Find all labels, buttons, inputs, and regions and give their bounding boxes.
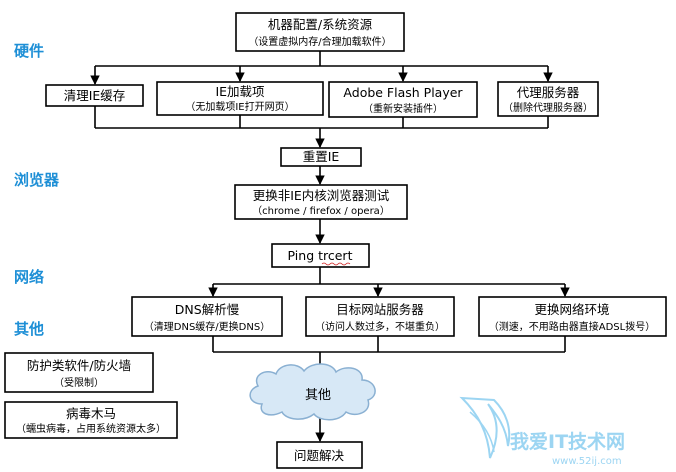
node-change-browser-sub: （chrome / firefox / opera）	[252, 205, 390, 217]
node-firewall-sub: （受限制）	[54, 376, 104, 389]
node-target-server-title: 目标网站服务器	[336, 302, 424, 317]
spellcheck-underline	[321, 262, 351, 266]
node-target-server: 目标网站服务器 （访问人数过多，不堪重负）	[305, 296, 455, 337]
node-proxy-title: 代理服务器	[517, 85, 580, 100]
node-ie-addons-title: IE加载项	[215, 84, 264, 99]
watermark-text: 我爱IT技术网	[510, 430, 625, 453]
node-resolved-title: 问题解决	[294, 448, 345, 463]
node-resolved: 问题解决	[276, 441, 363, 469]
node-virus-sub: （蠕虫病毒，占用系统资源太多）	[16, 422, 166, 435]
node-machine-config-sub: （设置虚拟内存/合理加载软件）	[248, 35, 391, 48]
node-ping-title: Ping trcert	[288, 248, 353, 263]
node-flash: Adobe Flash Player （重新安装插件）	[328, 81, 478, 118]
node-virus-title: 病毒木马	[66, 406, 116, 421]
category-hardware: 硬件	[14, 42, 44, 60]
node-proxy: 代理服务器 （删除代理服务器）	[497, 81, 599, 117]
node-network-env: 更换网络环境 （测速，不用路由器直接ADSL拨号）	[478, 296, 667, 337]
node-other-cloud-title: 其他	[305, 388, 331, 403]
node-network-env-sub: （测速，不用路由器直接ADSL拨号）	[489, 320, 655, 333]
node-clear-cache-title: 清理IE缓存	[64, 88, 126, 103]
node-virus: 病毒木马 （蠕虫病毒，占用系统资源太多）	[4, 401, 178, 439]
node-machine-config-title: 机器配置/系统资源	[268, 17, 373, 32]
node-change-browser-title: 更换非IE内核浏览器测试	[253, 188, 390, 203]
watermark: 我爱IT技术网 www.52ij.com	[459, 396, 625, 467]
cloud-shape	[249, 363, 376, 421]
category-browser: 浏览器	[14, 171, 60, 189]
node-reset-ie-title: 重置IE	[303, 149, 340, 164]
node-proxy-sub: （删除代理服务器）	[503, 101, 593, 114]
node-ie-addons: IE加载项 （无加载项IE打开网页）	[156, 81, 324, 116]
node-dns-sub: （清理DNS缓存/更换DNS）	[144, 320, 270, 333]
node-firewall: 防护类软件/防火墙 （受限制）	[4, 352, 154, 393]
node-dns: DNS解析慢 （清理DNS缓存/更换DNS）	[131, 296, 283, 337]
node-network-env-title: 更换网络环境	[534, 302, 609, 317]
node-flash-sub: （重新安装插件）	[363, 102, 443, 115]
node-clear-cache: 清理IE缓存	[45, 84, 144, 107]
node-other-cloud: 其他	[249, 363, 376, 421]
connectors	[90, 51, 570, 442]
node-firewall-title: 防护类软件/防火墙	[27, 358, 131, 373]
node-ie-addons-sub: （无加载项IE打开网页）	[185, 100, 294, 113]
node-ping: Ping trcert	[271, 243, 370, 268]
node-reset-ie: 重置IE	[280, 147, 362, 167]
category-other: 其他	[14, 320, 44, 338]
wing-logo-icon	[459, 396, 511, 459]
node-flash-title: Adobe Flash Player	[343, 85, 463, 100]
node-machine-config: 机器配置/系统资源 （设置虚拟内存/合理加载软件）	[235, 12, 405, 52]
node-change-browser: 更换非IE内核浏览器测试 （chrome / firefox / opera）	[234, 184, 408, 220]
category-network: 网络	[14, 268, 44, 286]
node-target-server-sub: （访问人数过多，不堪重负）	[315, 320, 445, 333]
watermark-url: www.52ij.com	[552, 456, 622, 467]
node-dns-title: DNS解析慢	[175, 302, 240, 317]
